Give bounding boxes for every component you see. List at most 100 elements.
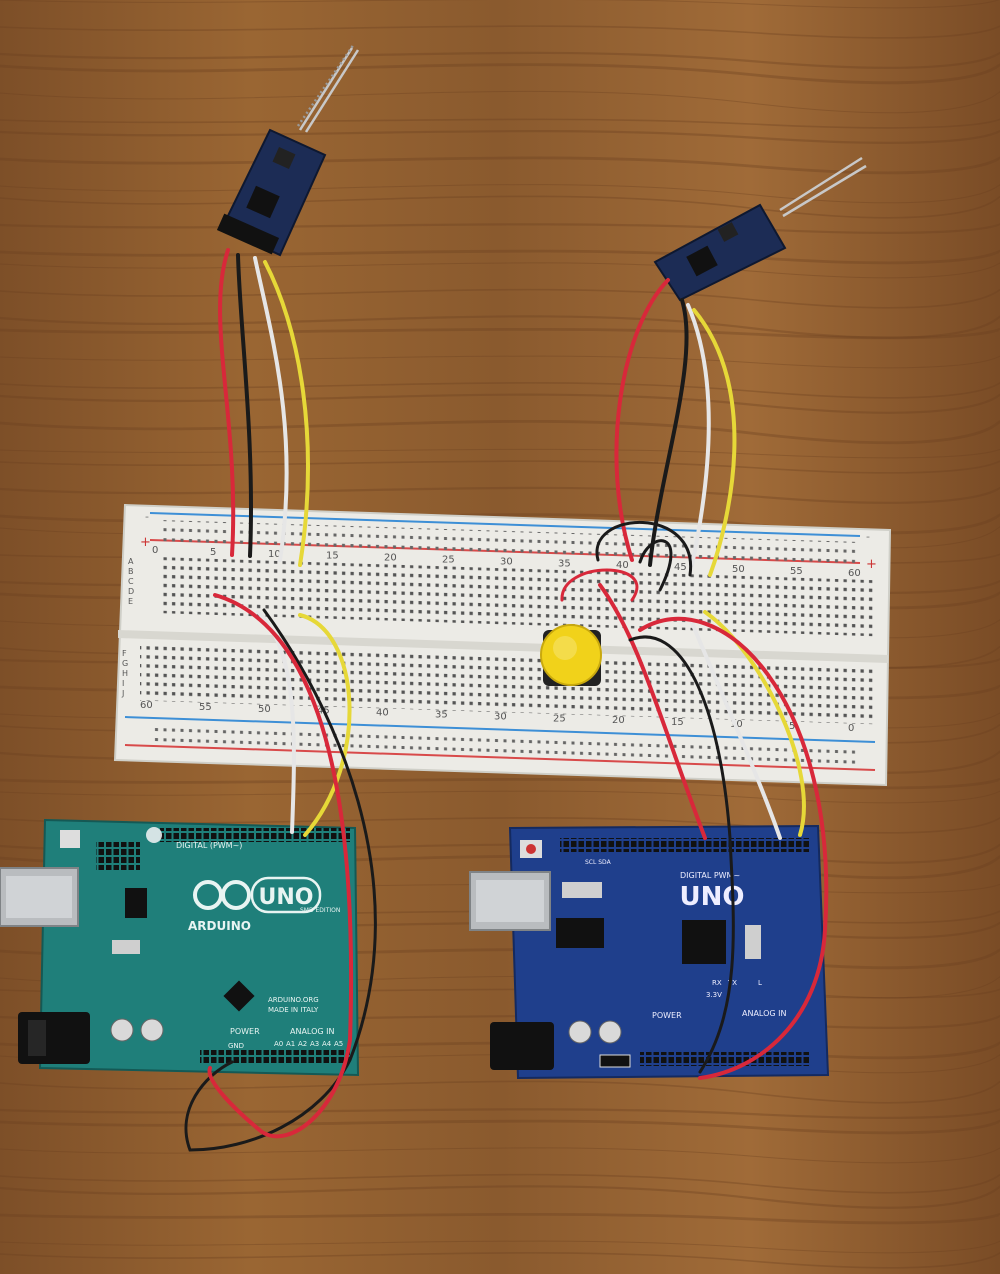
rail-minus-right: - xyxy=(866,530,870,543)
dc-jack-icon xyxy=(18,1012,90,1064)
wood-grain-line xyxy=(0,262,1000,279)
wood-grain-line xyxy=(0,223,1000,234)
column-number: 50 xyxy=(732,564,745,575)
column-number: 25 xyxy=(442,555,455,566)
wood-grain-line xyxy=(0,0,1000,9)
wood-grain-line xyxy=(0,327,1000,340)
row-letter: J xyxy=(121,689,124,698)
rail-plus-right: + xyxy=(866,557,877,572)
digital-header-right: DIGITAL PWM~ xyxy=(680,871,740,880)
wood-grain-line xyxy=(0,1147,1000,1164)
wood-grain-line xyxy=(0,90,1000,114)
analog-label-right: ANALOG IN xyxy=(742,1009,787,1018)
wood-grain-line xyxy=(0,118,1000,129)
arduino-logo xyxy=(193,880,251,910)
wood-grain-line xyxy=(0,486,1000,504)
column-number: 0 xyxy=(848,723,854,734)
tx-label-right: TX xyxy=(727,979,737,987)
row-letter: I xyxy=(122,679,124,688)
analog-label-left: ANALOG IN xyxy=(290,1027,335,1036)
wood-grain-line xyxy=(0,63,1000,85)
digital-header-left: DIGITAL (PWM~) xyxy=(176,841,242,850)
wood-grain-line xyxy=(0,130,1000,144)
wood-grain-line xyxy=(0,1185,1000,1209)
wood-grain-line xyxy=(0,195,1000,219)
l-label-right: L xyxy=(758,979,762,987)
rf-module-right xyxy=(653,156,867,302)
row-letter: C xyxy=(128,577,134,586)
wood-grain-line xyxy=(0,1173,1000,1194)
row-letter: B xyxy=(128,567,134,576)
wood-grain-line xyxy=(0,448,1000,459)
column-number: 35 xyxy=(435,710,448,721)
column-number: 50 xyxy=(258,704,271,715)
row-letter: H xyxy=(122,669,128,678)
column-number: 20 xyxy=(384,553,397,564)
arduino-uno-left: UNO ARDUINO DIGITAL (PWM~) SMD EDITION A… xyxy=(0,818,360,1077)
row-letter: E xyxy=(128,597,133,606)
wood-grain-line xyxy=(0,25,1000,39)
wood-grain-line xyxy=(0,1212,1000,1225)
rf-module-left xyxy=(216,43,360,257)
column-number: 35 xyxy=(558,558,571,569)
wood-grain-line xyxy=(0,382,1000,399)
origin-label-left: MADE IN ITALY xyxy=(268,1006,319,1014)
usb-port-icon xyxy=(469,871,551,931)
antenna-icon xyxy=(296,43,360,133)
arduino-uno-right: UNO DIGITAL PWM~ POWER ANALOG IN RX TX L… xyxy=(469,824,830,1080)
analog-pin-label: A0 xyxy=(274,1040,283,1048)
column-number: 60 xyxy=(140,700,153,711)
dc-jack-icon xyxy=(490,1022,554,1070)
antenna-icon xyxy=(779,156,867,218)
wood-grain-line xyxy=(0,249,1000,265)
wood-grain-line xyxy=(0,156,1000,175)
wood-grain-line xyxy=(0,777,1000,790)
column-number: 25 xyxy=(553,713,566,724)
wood-grain-line xyxy=(0,419,1000,445)
rx-label-right: RX xyxy=(712,979,722,987)
row-letter: G xyxy=(122,659,128,668)
row-letter: F xyxy=(122,649,127,658)
scl-sda-label-right: SCL SDA xyxy=(585,859,612,866)
analog-pin-label: A4 xyxy=(322,1040,332,1048)
wood-grain-line xyxy=(0,1080,1000,1104)
column-number: 0 xyxy=(152,545,158,556)
column-number: 15 xyxy=(326,551,339,562)
board-model-right: UNO xyxy=(680,882,745,912)
column-number: 45 xyxy=(674,562,687,573)
column-number: 55 xyxy=(199,702,212,713)
analog-pin-label: A1 xyxy=(286,1040,295,1048)
site-label-left: ARDUINO.ORG xyxy=(268,996,319,1004)
power-label-left: POWER xyxy=(230,1027,260,1036)
volt-label-right: 3.3V xyxy=(706,991,722,999)
wood-grain-line xyxy=(0,51,1000,69)
analog-pin-label: A3 xyxy=(310,1040,319,1048)
row-letter: A xyxy=(128,557,134,566)
column-number: 55 xyxy=(790,566,803,577)
wood-grain-line xyxy=(0,460,1000,474)
column-number: 30 xyxy=(494,711,507,722)
column-number: 30 xyxy=(500,556,513,567)
rail-minus-top: - xyxy=(145,510,149,523)
power-label-right: POWER xyxy=(652,1011,682,1020)
edition-label-left: SMD EDITION xyxy=(300,907,340,914)
column-number: 15 xyxy=(671,717,684,728)
column-number: 5 xyxy=(789,721,795,732)
wood-grain-line xyxy=(0,393,1000,414)
wood-grain-line xyxy=(0,1252,1000,1269)
usb-port-icon xyxy=(0,867,79,927)
analog-pin-label: A2 xyxy=(298,1040,307,1048)
wood-grain-line xyxy=(0,1108,1000,1119)
push-button-icon xyxy=(540,624,602,686)
rail-plus-top: + xyxy=(140,535,151,550)
column-number: 5 xyxy=(210,547,216,558)
wood-grain-line xyxy=(0,288,1000,309)
wood-grain-line xyxy=(0,790,1000,804)
column-number: 40 xyxy=(376,708,389,719)
board-brand-left: ARDUINO xyxy=(188,919,251,933)
